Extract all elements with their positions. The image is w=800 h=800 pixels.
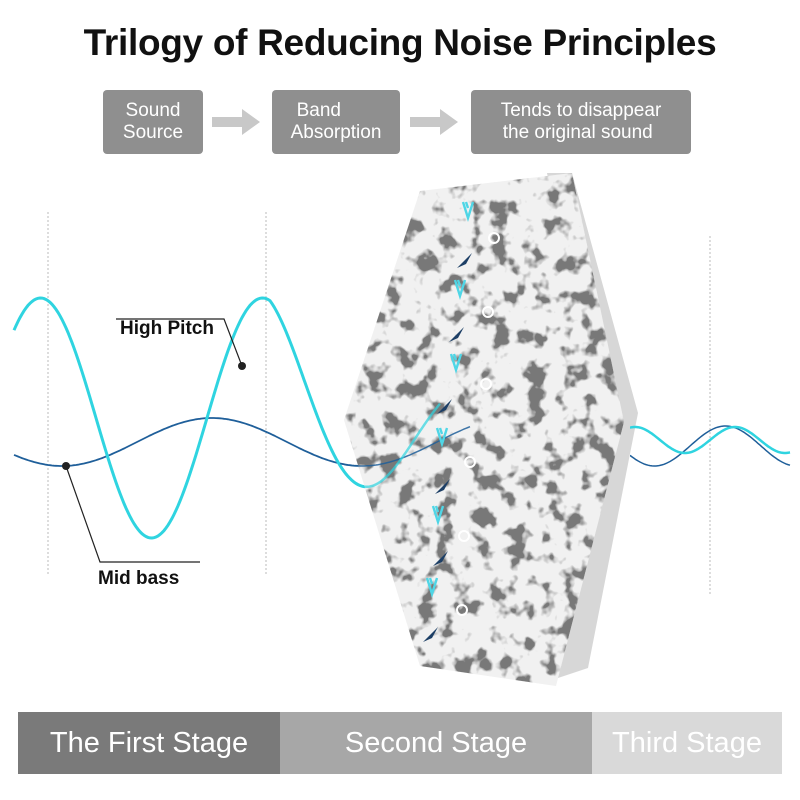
sound-wave-chevron-icon: [453, 279, 467, 301]
sound-wave-chevron-icon: [435, 427, 449, 449]
absorbed-particle-icon: [482, 306, 494, 318]
high-pitch-label: High Pitch: [120, 318, 214, 339]
flow-step-sound-source: Sound Source: [103, 90, 203, 154]
flow-step-line: the original sound: [502, 122, 653, 143]
mid-bass-leader-dot: [62, 462, 70, 470]
high-pitch-leader-dot: [238, 362, 246, 370]
page-title: Trilogy of Reducing Noise Principles: [83, 22, 717, 63]
right-arrow-icon: [410, 109, 458, 135]
absorption-arrow-icon: [437, 399, 452, 414]
high-pitch-wave-damped: [630, 425, 791, 455]
absorption-arrow-icon: [449, 327, 464, 342]
sound-wave-chevron-icon: [449, 353, 463, 375]
flow-step-line: Tends to disappear: [500, 100, 662, 121]
absorbed-particle-icon: [458, 530, 470, 542]
absorbed-particle-icon: [456, 604, 468, 616]
high-pitch-leader-line: [116, 318, 243, 367]
absorption-arrow-icon: [433, 551, 448, 566]
sound-wave-chevron-icon: [431, 505, 445, 527]
sound-wave-chevron-icon: [425, 577, 439, 599]
absorbed-particle-icon: [464, 456, 476, 468]
mid-bass-wave-damped: [630, 425, 791, 467]
sound-wave-chevron-icon: [461, 201, 475, 223]
flow-step-line: Absorption: [290, 122, 382, 143]
flow-step-band-absorption: Band Absorption: [272, 90, 400, 154]
absorption-arrow-icon: [435, 479, 450, 494]
stage-second: Second Stage: [280, 712, 592, 774]
flow-step-line: Band: [296, 100, 341, 121]
high-pitch-wave-on-panel: [338, 402, 441, 489]
flow-step-line: Sound: [125, 100, 181, 121]
flow-step-disappear: Tends to disappear the original sound: [471, 90, 691, 154]
absorption-arrow-icon: [423, 627, 438, 642]
stage-third: Third Stage: [592, 712, 782, 774]
mid-bass-label: Mid bass: [98, 568, 180, 589]
hexagon-panel-highlight: [344, 173, 624, 686]
sound-absorption-arrow-icon: [423, 201, 500, 642]
absorbed-particle-icon: [488, 232, 500, 244]
stage-first: The First Stage: [18, 712, 280, 774]
absorbed-particle-icon: [480, 378, 492, 390]
mid-bass-wave-on-panel: [339, 426, 471, 467]
flow-step-line: Source: [122, 122, 184, 143]
right-arrow-icon: [212, 109, 260, 135]
absorption-arrow-icon: [457, 253, 472, 268]
mid-bass-leader-line: [65, 465, 200, 563]
